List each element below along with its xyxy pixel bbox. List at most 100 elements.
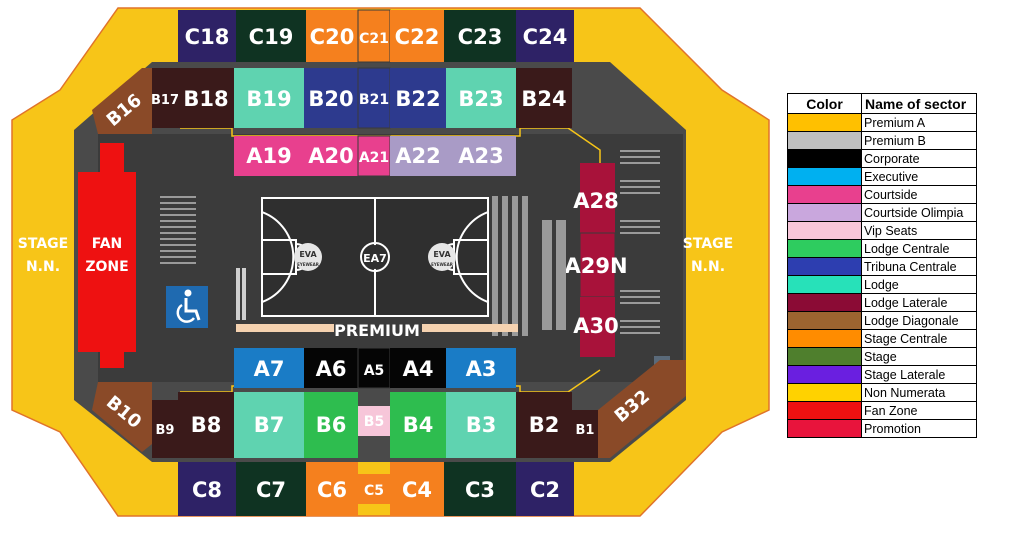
- legend-label: Vip Seats: [861, 221, 977, 240]
- sector-c23[interactable]: [444, 10, 516, 62]
- sector-c20[interactable]: [306, 10, 358, 62]
- sector-b32[interactable]: [598, 360, 686, 458]
- legend-row: Corporate: [787, 149, 977, 168]
- sector-b1-label: B1: [576, 423, 595, 438]
- sector-a22-label: A22: [395, 144, 440, 168]
- legend-swatch: [787, 383, 862, 402]
- sector-c24-label: C24: [523, 25, 568, 49]
- sector-a30-label: A30: [573, 314, 618, 338]
- sector-b22-label: B22: [395, 87, 440, 111]
- sector-b6[interactable]: [304, 392, 358, 458]
- sector-a5[interactable]: [357, 347, 391, 389]
- legend-row: Courtside: [787, 185, 977, 204]
- sector-b4[interactable]: [390, 392, 446, 458]
- legend-swatch: [787, 347, 862, 366]
- sector-b8-label: B8: [191, 413, 222, 437]
- sector-b17-label: B17: [151, 93, 179, 108]
- legend-label: Lodge Diagonale: [861, 311, 977, 330]
- sector-c6[interactable]: [306, 462, 358, 516]
- sector-c5[interactable]: [358, 474, 390, 504]
- sector-c18[interactable]: [178, 10, 236, 62]
- sector-b22[interactable]: [390, 68, 446, 128]
- sector-b24[interactable]: [516, 68, 572, 128]
- sector-b8[interactable]: [178, 392, 234, 458]
- sector-b16[interactable]: [92, 68, 152, 134]
- sector-b5-label: B5: [364, 414, 384, 430]
- sector-c19-label: C19: [249, 25, 294, 49]
- sector-a6-label: A6: [316, 357, 347, 381]
- fan-zone-line2: ZONE: [85, 259, 128, 275]
- sector-b19-label: B19: [246, 87, 291, 111]
- sector-b9[interactable]: [152, 400, 178, 458]
- legend-row: Lodge Laterale: [787, 293, 977, 312]
- legend-row: Lodge Diagonale: [787, 311, 977, 330]
- sector-a28-label: A28: [573, 189, 618, 213]
- sector-b7-label: B7: [254, 413, 285, 437]
- sector-c3-label: C3: [465, 478, 495, 502]
- legend-swatch: [787, 257, 862, 276]
- legend-swatch: [787, 293, 862, 312]
- sector-c2[interactable]: [516, 462, 574, 516]
- sector-b4-label: B4: [403, 413, 434, 437]
- court-side-sub-right: EYEWEAR: [431, 262, 453, 267]
- legend-row: Premium B: [787, 131, 977, 150]
- sector-c19[interactable]: [236, 10, 306, 62]
- sector-b1[interactable]: [572, 410, 598, 458]
- legend-label: Corporate: [861, 149, 977, 168]
- sector-a6[interactable]: [304, 348, 358, 388]
- sector-a22[interactable]: [390, 136, 446, 176]
- sector-c3[interactable]: [444, 462, 516, 516]
- sector-a19[interactable]: [234, 136, 304, 176]
- sector-b20[interactable]: [304, 68, 358, 128]
- sector-c21[interactable]: [357, 9, 391, 63]
- sector-c7-label: C7: [256, 478, 286, 502]
- sector-b20-label: B20: [308, 87, 353, 111]
- sector-b19[interactable]: [234, 68, 304, 128]
- sector-a4[interactable]: [390, 348, 446, 388]
- legend-label: Courtside: [861, 185, 977, 204]
- legend-row: Executive: [787, 167, 977, 186]
- sector-c22[interactable]: [390, 10, 444, 62]
- sector-a3[interactable]: [446, 348, 516, 388]
- legend-swatch: [787, 113, 862, 132]
- sector-c24[interactable]: [516, 10, 574, 62]
- sector-b23-label: B23: [458, 87, 503, 111]
- legend-row: Fan Zone: [787, 401, 977, 420]
- sector-a20[interactable]: [304, 136, 358, 176]
- stage-right-line2: N.N.: [691, 259, 725, 275]
- sector-b9-label: B9: [156, 423, 175, 438]
- sector-a28[interactable]: [580, 163, 615, 233]
- court-logo: EA7: [363, 252, 387, 265]
- sector-b3-label: B3: [466, 413, 497, 437]
- legend-row: Lodge Centrale: [787, 239, 977, 258]
- legend-swatch: [787, 275, 862, 294]
- legend-label: Stage Centrale: [861, 329, 977, 348]
- sector-b7[interactable]: [234, 392, 304, 458]
- sector-a29n[interactable]: [579, 232, 616, 298]
- sector-b5[interactable]: [358, 406, 390, 436]
- sector-b2[interactable]: [516, 392, 572, 458]
- sector-a23[interactable]: [446, 136, 516, 176]
- legend-swatch: [787, 419, 862, 438]
- legend-row: Tribuna Centrale: [787, 257, 977, 276]
- sector-b3[interactable]: [446, 392, 516, 458]
- legend-swatch: [787, 203, 862, 222]
- sector-c8[interactable]: [178, 462, 236, 516]
- sector-a30[interactable]: [580, 297, 615, 357]
- sector-c7[interactable]: [236, 462, 306, 516]
- sector-b10[interactable]: [92, 382, 152, 452]
- sector-a7[interactable]: [234, 348, 304, 388]
- legend-row: Stage Laterale: [787, 365, 977, 384]
- sector-b2-label: B2: [529, 413, 560, 437]
- legend-label: Tribuna Centrale: [861, 257, 977, 276]
- sector-c4[interactable]: [390, 462, 444, 516]
- fan-zone-sector[interactable]: [78, 143, 136, 368]
- sector-b18[interactable]: [178, 68, 234, 128]
- sector-b23[interactable]: [446, 68, 516, 128]
- stage-right-line1: STAGE: [683, 236, 733, 252]
- legend-swatch: [787, 329, 862, 348]
- legend-swatch: [787, 149, 862, 168]
- legend-label: Fan Zone: [861, 401, 977, 420]
- sector-b17[interactable]: [152, 68, 178, 128]
